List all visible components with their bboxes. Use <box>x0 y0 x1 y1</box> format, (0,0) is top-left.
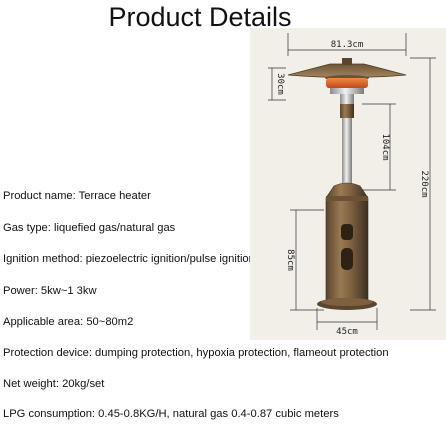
reflector-cap <box>342 58 352 65</box>
emitter-grill <box>330 88 364 94</box>
spec-lpg-consumption: LPG consumption: 0.45-0.8KG/H, natural g… <box>3 408 339 420</box>
pole-collar <box>340 104 354 118</box>
spec-gas-type: Gas type: liquefied gas/natural gas <box>3 222 176 234</box>
pole <box>342 118 352 184</box>
tank-top-band <box>326 196 368 201</box>
heater-diagram: 81.3cm 30cm 104cm 220cm 85cm 45cm <box>250 28 446 340</box>
vent-slot <box>341 248 353 270</box>
spec-product-name: Product name: Terrace heater <box>3 190 151 202</box>
dim-base-width-label: 45cm <box>336 327 358 337</box>
dim-top-width-label: 81.3cm <box>331 40 364 50</box>
flame-emitter <box>326 78 368 88</box>
page-title: Product Details <box>108 2 292 32</box>
heater-product-figure: 81.3cm 30cm 104cm 220cm 85cm 45cm <box>250 28 446 340</box>
base-top <box>321 298 373 306</box>
spec-power: Power: 5kw~1 3kw <box>3 285 97 297</box>
burner-neck <box>340 94 354 104</box>
spec-ignition-method: Ignition method: piezoelectric ignition/… <box>3 253 255 265</box>
dim-base-height-label: 85cm <box>285 249 295 271</box>
spec-net-weight: Net weight: 20kg/set <box>3 378 105 390</box>
dim-pole-height-label: 104cm <box>380 133 390 160</box>
spec-protection-device: Protection device: dumping protection, h… <box>3 347 389 359</box>
dim-head-height-label: 30cm <box>275 73 285 95</box>
control-window <box>341 224 353 240</box>
dim-total-height-label: 220cm <box>419 170 429 197</box>
spec-applicable-area: Applicable area: 50~80m2 <box>3 316 134 328</box>
